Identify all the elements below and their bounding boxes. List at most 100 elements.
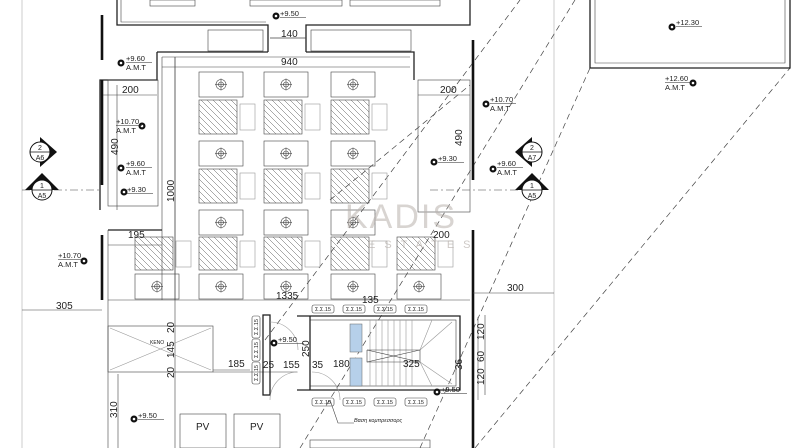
section-marker: 1A5 — [25, 173, 59, 201]
fan-unit — [330, 140, 376, 167]
dim-35: 35 — [312, 360, 324, 371]
level-marker: +9.50 — [130, 411, 164, 423]
ss15-label: Σ.Σ.15 — [315, 307, 331, 313]
condenser-unit — [198, 99, 256, 135]
level-value: +9.50 — [441, 385, 460, 394]
dim-940: 940 — [281, 57, 298, 68]
skylight-1 — [349, 323, 363, 353]
ss15-label: Σ.Σ.15 — [377, 400, 393, 406]
fan-unit — [263, 71, 309, 98]
dim-300: 300 — [507, 283, 524, 294]
ss15-label: Σ.Σ.15 — [254, 319, 260, 335]
ss15-unit: Σ.Σ.15 — [342, 304, 366, 314]
level-marker: +9.30 — [430, 154, 464, 166]
compressor-base-label: Βαση κομπρεσσορς — [354, 418, 403, 424]
dim-120-bottom: 120 — [476, 368, 487, 385]
level-value: +9.60 — [497, 159, 516, 168]
section-sheet: A6 — [36, 155, 45, 162]
condenser-unit — [198, 168, 256, 204]
pv-label: PV — [196, 422, 210, 433]
dim-490-right: 490 — [454, 129, 465, 146]
fan-unit — [396, 273, 442, 300]
ss15-label: Σ.Σ.15 — [408, 307, 424, 313]
level-value: +9.50 — [280, 9, 299, 18]
fan-unit — [330, 273, 376, 300]
upper-roof-outline — [116, 0, 471, 52]
dim-250: 250 — [301, 340, 312, 357]
ss15-label: Σ.Σ.15 — [254, 365, 260, 381]
section-number: 2 — [530, 145, 534, 152]
level-value: +10.70 — [116, 117, 139, 126]
void-label: ΚΕΝΟ — [150, 340, 164, 346]
fan-unit — [198, 273, 244, 300]
condenser-unit — [263, 236, 321, 271]
level-sub: A.M.T — [665, 83, 685, 92]
dim-155: 155 — [283, 360, 300, 371]
dim-180: 180 — [333, 359, 350, 370]
section-number: 2 — [38, 145, 42, 152]
dim-490-left: 490 — [110, 138, 121, 155]
section-sheet: A5 — [528, 193, 537, 200]
skylight-2 — [349, 357, 363, 387]
dimension-labels: 140 940 200 200 490 490 1000 195 200 305… — [56, 29, 524, 424]
fan-unit — [330, 209, 376, 236]
condenser-unit — [396, 236, 454, 271]
ss15-unit: Σ.Σ.15 — [251, 315, 261, 339]
ss15-label: Σ.Σ.15 — [408, 400, 424, 406]
fan-unit — [263, 209, 309, 236]
level-sub: A.M.T — [490, 104, 510, 113]
condenser-unit — [330, 168, 388, 204]
ss15-label: Σ.Σ.15 — [254, 342, 260, 358]
condenser-unit — [198, 236, 256, 271]
dim-135: 135 — [362, 295, 379, 306]
ss15-unit: Σ.Σ.15 — [311, 397, 335, 407]
level-value: +12.60 — [665, 74, 688, 83]
dim-200-left: 200 — [122, 85, 139, 96]
ss15-unit: Σ.Σ.15 — [373, 304, 397, 314]
fan-unit — [330, 71, 376, 98]
ss15-unit: Σ.Σ.15 — [404, 397, 428, 407]
level-marker: +9.60A.M.T — [489, 159, 523, 177]
condenser-unit — [134, 236, 192, 271]
hvac-units — [134, 71, 454, 300]
section-marker: 2A7 — [515, 137, 543, 167]
level-marker: +10.70A.M.T — [58, 251, 88, 269]
dim-20-top: 20 — [166, 321, 177, 333]
level-sub: A.M.T — [126, 168, 146, 177]
dim-60: 60 — [476, 350, 487, 362]
level-marker: +9.60A.M.T — [117, 159, 152, 177]
section-sheet: A7 — [528, 155, 537, 162]
fan-unit — [198, 71, 244, 98]
dim-195: 195 — [128, 230, 145, 241]
watermark-sub: ESTATES — [368, 239, 480, 251]
dim-200-lower: 200 — [433, 230, 450, 241]
dim-120-top: 120 — [476, 323, 487, 340]
projection-lines — [264, 0, 791, 448]
ss15-unit: Σ.Σ.15 — [342, 397, 366, 407]
level-value: +9.50 — [278, 335, 297, 344]
dim-145: 145 — [166, 341, 177, 358]
level-value: +9.60 — [126, 159, 145, 168]
ss15-label: Σ.Σ.15 — [346, 307, 362, 313]
dim-200-right: 200 — [440, 85, 457, 96]
dim-310: 310 — [109, 401, 120, 418]
ss15-label: Σ.Σ.15 — [346, 400, 362, 406]
fan-unit — [263, 140, 309, 167]
dimension-lines — [22, 37, 554, 395]
fan-unit — [263, 273, 309, 300]
level-sub: A.M.T — [126, 63, 146, 72]
level-marker: +9.30 — [120, 185, 153, 196]
ss-units: Σ.Σ.15Σ.Σ.15Σ.Σ.15Σ.Σ.15Σ.Σ.15Σ.Σ.15Σ.Σ.… — [251, 304, 428, 407]
ss15-label: Σ.Σ.15 — [315, 400, 331, 406]
ss15-unit: Σ.Σ.15 — [251, 338, 261, 362]
condenser-unit — [330, 99, 388, 135]
level-markers: +9.50+9.60A.M.T+10.70A.M.T+9.60A.M.T+9.3… — [58, 9, 702, 423]
dim-25: 25 — [263, 360, 275, 371]
fan-unit — [198, 209, 244, 236]
level-value: +10.70 — [490, 95, 513, 104]
dim-140: 140 — [281, 29, 298, 40]
ss15-unit: Σ.Σ.15 — [251, 361, 261, 385]
level-value: +10.70 — [58, 251, 81, 260]
